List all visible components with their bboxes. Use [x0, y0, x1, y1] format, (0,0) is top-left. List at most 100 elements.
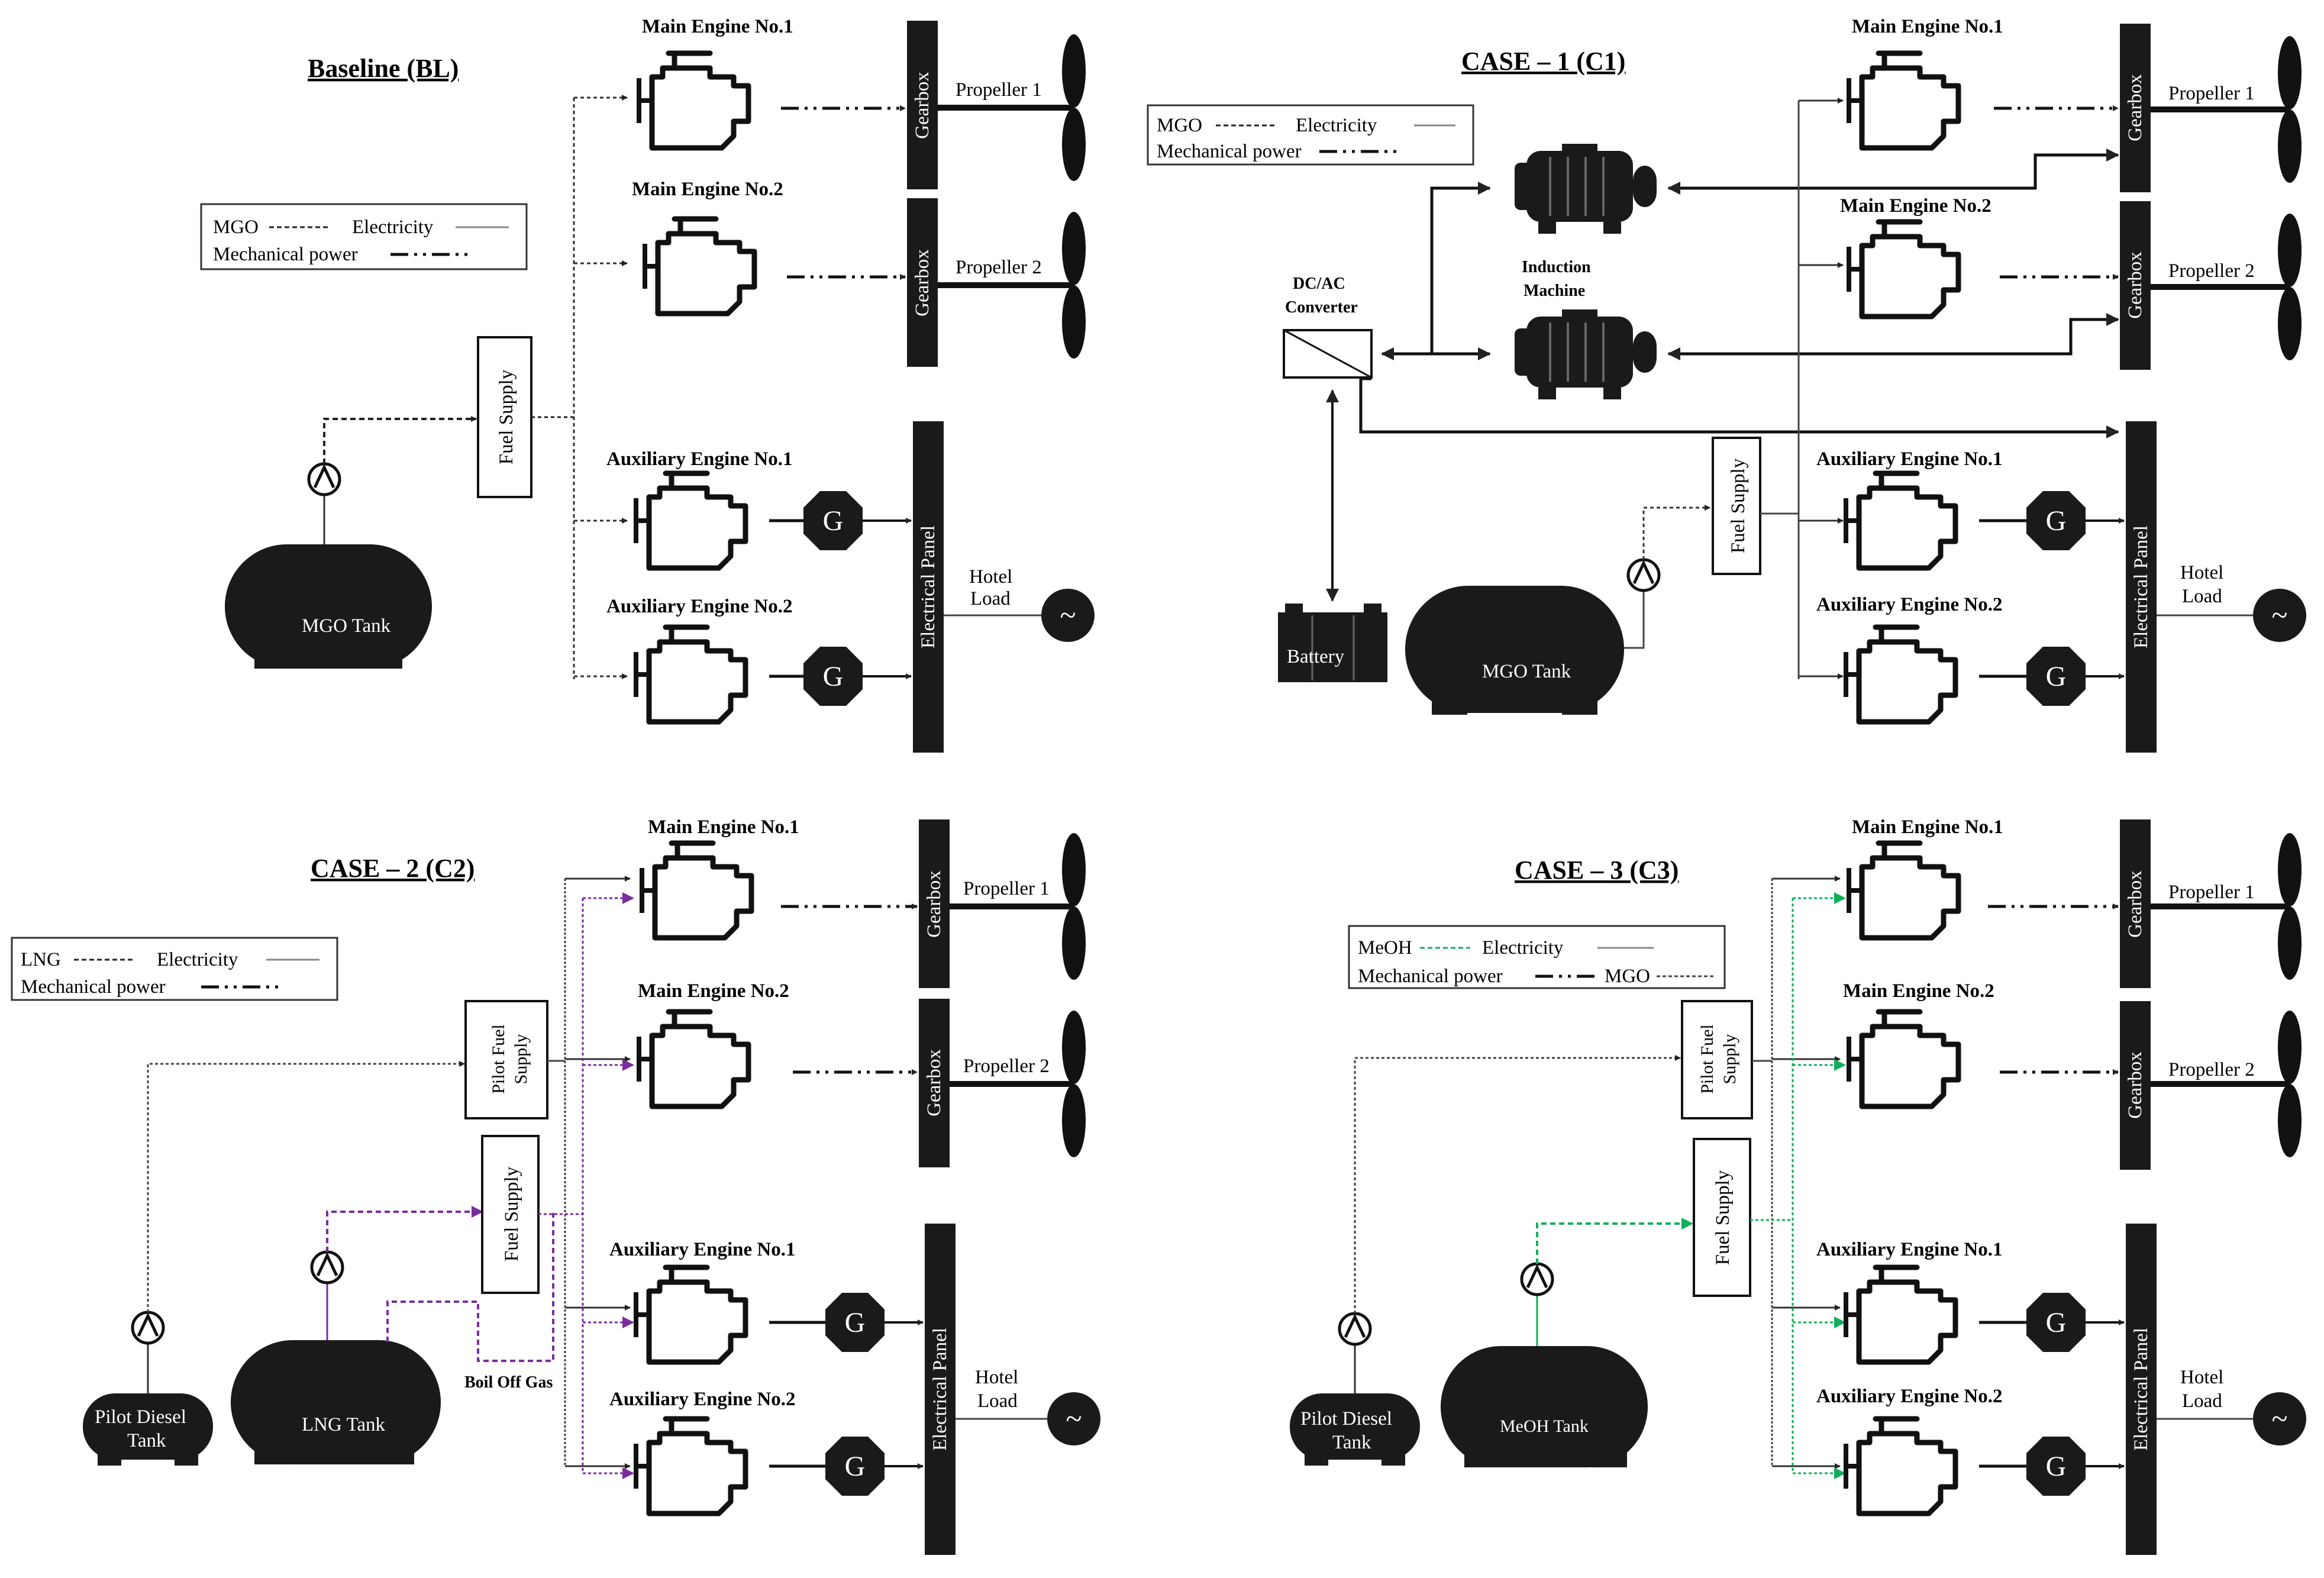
tank-label: LNG Tank	[302, 1414, 385, 1435]
hotel-load-label: Load	[2182, 586, 2222, 607]
legend: MeOH Electricity Mechanical power MGO	[1348, 925, 1726, 989]
engine-icon	[1846, 1267, 1955, 1362]
pilot-diesel-tank: Pilot Diesel Tank	[1290, 1393, 1420, 1466]
battery: Battery	[1278, 604, 1387, 682]
engine-icon	[1846, 473, 1955, 568]
gearbox-label: Gearbox	[912, 249, 933, 317]
gearbox-2: Gearbox	[919, 999, 950, 1167]
aux-engine-1-label: Auxiliary Engine No.1	[609, 1239, 795, 1260]
aux-engine-1-label: Auxiliary Engine No.1	[1816, 448, 2002, 470]
main-engine-2-label: Main Engine No.2	[1840, 195, 1991, 217]
engine-icon	[639, 53, 748, 148]
tank-label: MGO Tank	[1482, 661, 1571, 682]
engine-icon	[1849, 53, 1958, 148]
gearbox-1: Gearbox	[2120, 24, 2151, 192]
panel-case-1: CASE – 1 (C1) MGO Electricity Mechanical…	[1147, 16, 2306, 753]
pump-icon	[1522, 1264, 1552, 1295]
pilot-supply-label: Supply	[511, 1034, 531, 1084]
pump-icon	[1628, 560, 1659, 590]
legend-mechanical-label: Mechanical power	[1157, 141, 1302, 162]
generator-label: G	[2046, 1307, 2067, 1338]
fuel-supply-label: Fuel Supply	[1712, 1170, 1734, 1265]
generator-label: G	[845, 1307, 866, 1338]
electrical-panel: Electrical Panel	[925, 1224, 956, 1555]
legend: MGO Electricity Mechanical power	[1147, 104, 1474, 166]
legend-fuel-label: MGO	[1157, 115, 1202, 136]
legend-mgo-label: MGO	[1605, 966, 1650, 987]
electrical-panel-label: Electrical Panel	[918, 525, 939, 648]
converter-label: Converter	[1285, 298, 1358, 317]
aux-engine-2-label: Auxiliary Engine No.2	[606, 596, 792, 617]
pilot-tank-label: Pilot Diesel	[1300, 1408, 1392, 1429]
panel-title: CASE – 3 (C3)	[1515, 856, 1679, 885]
hotel-load-label: Load	[2182, 1390, 2222, 1412]
pilot-supply-label: Pilot Fuel	[489, 1024, 508, 1094]
hotel-load-label: Load	[977, 1390, 1018, 1412]
electrical-panel: Electrical Panel	[913, 421, 944, 753]
pilot-supply-label: Supply	[1720, 1034, 1739, 1084]
gearbox-2: Gearbox	[907, 198, 938, 367]
fuel-supply: Fuel Supply	[1712, 437, 1761, 575]
generator-label: G	[845, 1451, 866, 1482]
panel-case-2: CASE – 2 (C2) LNG Electricity Mechanical…	[11, 817, 1100, 1555]
legend-electricity-label: Electricity	[1482, 937, 1564, 959]
main-engine-1-label: Main Engine No.1	[1852, 16, 2003, 37]
legend-electricity-label: Electricity	[352, 217, 434, 238]
pump-icon	[309, 464, 340, 495]
gearbox-label: Gearbox	[924, 870, 945, 938]
induction-machine-icon	[1513, 143, 1658, 235]
legend-fuel-label: MeOH	[1358, 937, 1412, 959]
gearbox-label: Gearbox	[2125, 251, 2146, 319]
pilot-diesel-tank: Pilot Diesel Tank	[83, 1393, 213, 1466]
engine-icon	[636, 1419, 745, 1514]
converter-label: DC/AC	[1293, 275, 1345, 293]
engine-icon	[1849, 222, 1958, 317]
hotel-load-icon	[1047, 1392, 1100, 1445]
electrical-panel-label: Electrical Panel	[2131, 525, 2152, 648]
legend: MGO Electricity Mechanical power	[200, 203, 528, 270]
gearbox-1: Gearbox	[907, 21, 938, 189]
propeller-1-label: Propeller 1	[2168, 83, 2255, 104]
gearbox-2: Gearbox	[2120, 1001, 2151, 1170]
hotel-load-label: Hotel	[969, 566, 1012, 588]
gearbox-1: Gearbox	[2120, 819, 2151, 988]
panel-case-3: CASE – 3 (C3) MeOH Electricity Mechanica…	[1290, 817, 2306, 1555]
hotel-load-label: Load	[970, 588, 1011, 609]
gearbox-1: Gearbox	[919, 819, 950, 988]
engine-icon	[642, 843, 751, 938]
pilot-fuel-supply: Pilot Fuel Supply	[1681, 1000, 1753, 1119]
engine-icon	[636, 473, 745, 568]
engine-icon	[1849, 1012, 1958, 1106]
panel-baseline: Baseline (BL) MGO Electricity Mechanical…	[200, 16, 1095, 753]
gearbox-label: Gearbox	[2125, 1051, 2146, 1119]
main-engine-2-label: Main Engine No.2	[1843, 980, 1994, 1002]
engine-icon	[636, 627, 745, 722]
mgo-tank: MGO Tank	[1405, 586, 1624, 715]
gearbox-label: Gearbox	[912, 72, 933, 139]
gearbox-label: Gearbox	[2125, 870, 2146, 938]
induction-machine-icon	[1513, 308, 1658, 401]
ac-symbol: ~	[2271, 1402, 2287, 1435]
legend-fuel-label: MGO	[213, 217, 259, 238]
pilot-tank-label: Tank	[1332, 1432, 1371, 1453]
generator-label: G	[2046, 661, 2067, 692]
legend-electricity-label: Electricity	[1296, 115, 1377, 136]
aux-engine-2-label: Auxiliary Engine No.2	[1816, 1386, 2002, 1407]
tank-label: MGO Tank	[302, 615, 391, 637]
main-engine-1-label: Main Engine No.1	[648, 817, 799, 838]
electrical-panel: Electrical Panel	[2126, 1224, 2157, 1555]
main-engine-1-label: Main Engine No.1	[1852, 817, 2003, 838]
engine-icon	[1849, 843, 1958, 938]
propeller-1-label: Propeller 1	[963, 878, 1050, 899]
hotel-load-label: Hotel	[2180, 1367, 2223, 1388]
hotel-load-label: Hotel	[2180, 562, 2223, 583]
fuel-supply-label: Fuel Supply	[1728, 458, 1749, 553]
meoh-tank: MeOH Tank	[1441, 1346, 1648, 1467]
aux-engine-2-label: Auxiliary Engine No.2	[1816, 594, 2002, 615]
electrical-panel-label: Electrical Panel	[2131, 1328, 2152, 1451]
engine-icon	[639, 1012, 748, 1106]
battery-label: Battery	[1287, 646, 1345, 667]
fuel-supply: Fuel Supply	[481, 1135, 540, 1294]
electrical-panel: Electrical Panel	[2126, 421, 2157, 753]
